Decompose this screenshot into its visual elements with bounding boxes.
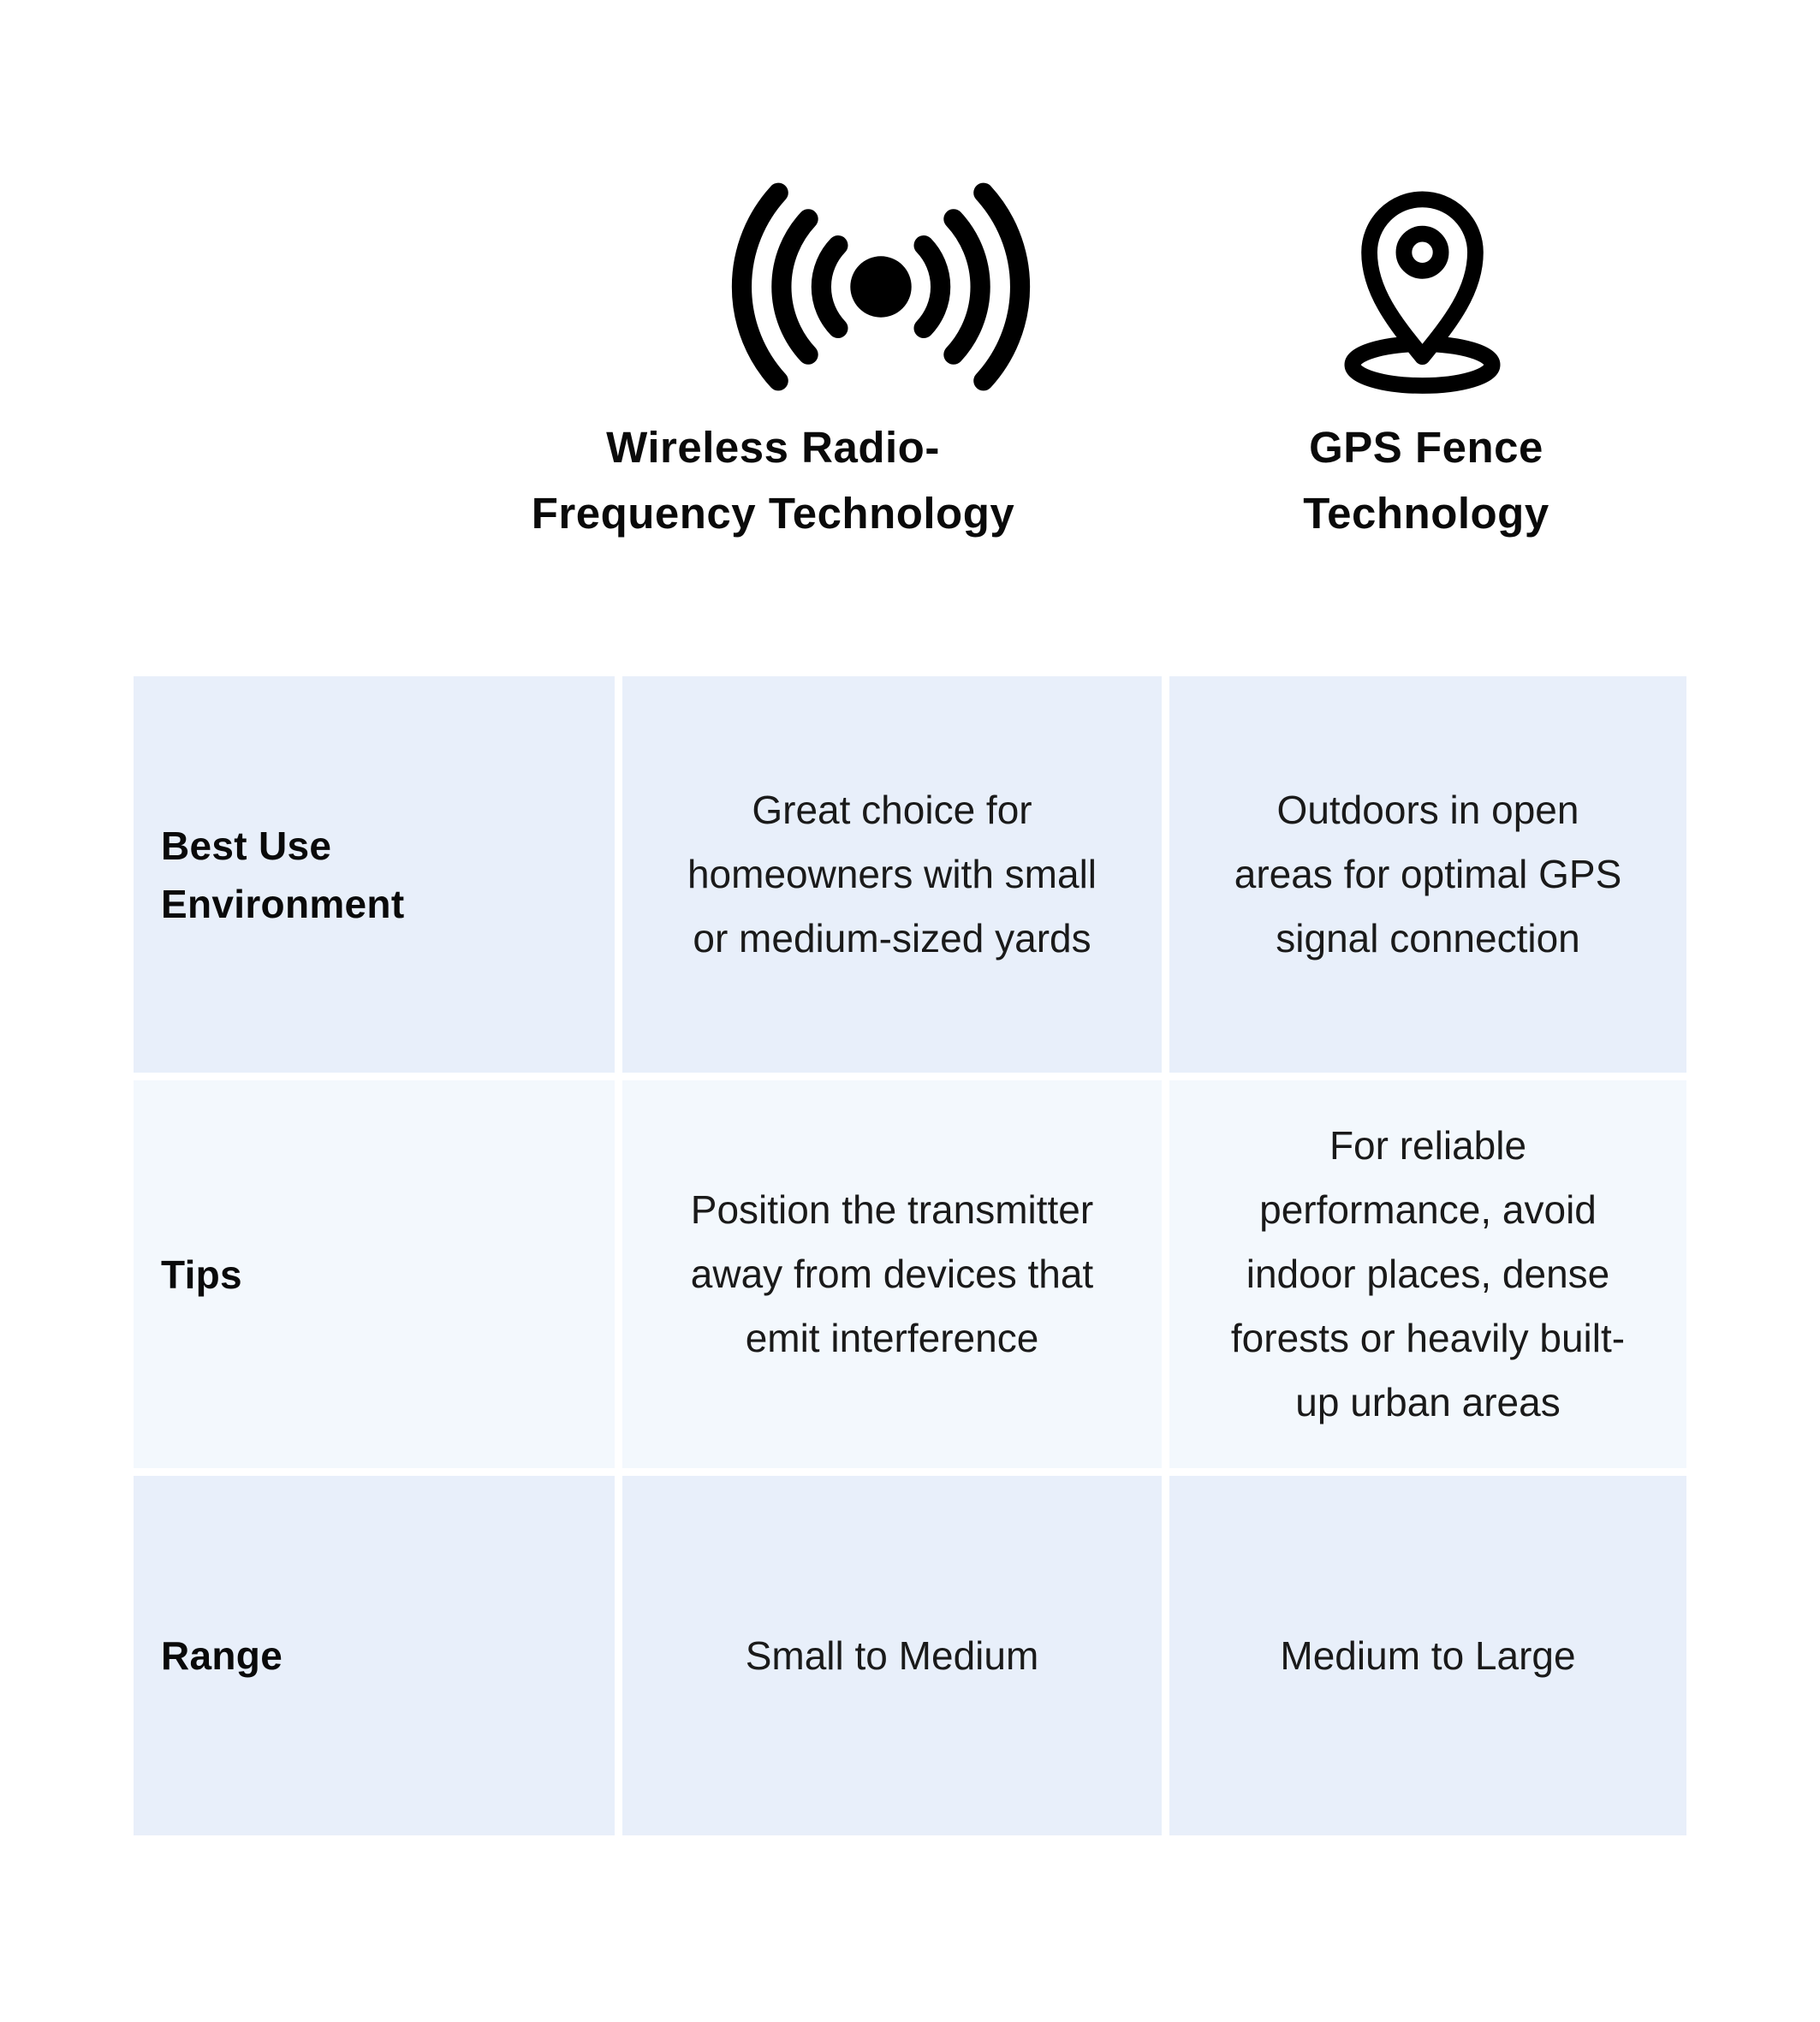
gps-pin-icon [1338, 181, 1507, 395]
column-heading-gps-fence: GPS Fence Technology [1303, 423, 1549, 538]
cell-range-wireless-rf: Small to Medium [622, 1476, 1162, 1835]
column-heading-wireless-rf: Wireless Radio- Frequency Technology [531, 423, 1015, 538]
row-label-range: Range [134, 1476, 615, 1835]
cell-best-use-wireless-rf: Great choice for homeowners with small o… [622, 676, 1162, 1073]
cell-tips-gps-fence: For reliable performance, avoid indoor p… [1169, 1080, 1686, 1468]
row-label-tips: Tips [134, 1080, 615, 1468]
cell-best-use-gps-fence: Outdoors in open areas for optimal GPS s… [1169, 676, 1686, 1073]
radio-frequency-icon [727, 180, 1035, 394]
cell-range-gps-fence: Medium to Large [1169, 1476, 1686, 1835]
cell-tips-wireless-rf: Position the transmitter away from devic… [622, 1080, 1162, 1468]
comparison-table: Best Use Environment Great choice for ho… [134, 676, 1686, 1835]
row-label-best-use-environment: Best Use Environment [134, 676, 615, 1073]
